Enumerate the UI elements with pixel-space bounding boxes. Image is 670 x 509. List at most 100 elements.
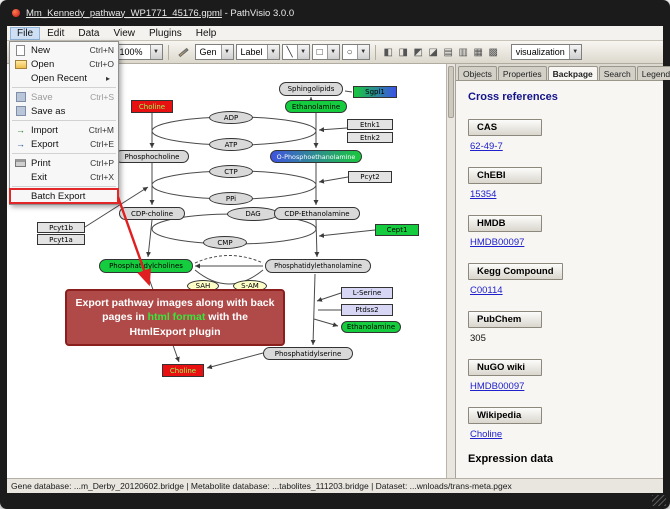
oval-tool-dropdown[interactable]: ○▼	[341, 44, 370, 60]
align-right-icon[interactable]: ◨	[398, 46, 408, 58]
pathway-node-adp-6[interactable]: ADP	[209, 111, 253, 124]
menu-data[interactable]: Data	[78, 27, 100, 39]
menu-help[interactable]: Help	[195, 27, 217, 39]
canvas-vertical-scrollbar[interactable]	[446, 64, 455, 478]
pathway-node-etnk2-5[interactable]: Etnk2	[347, 132, 393, 143]
common-width-icon[interactable]: ▦	[473, 46, 483, 58]
titlebar[interactable]: Mm_Kennedy_pathway_WP1771_45176.gpml - P…	[0, 0, 670, 26]
shape-tool-dropdown[interactable]: □▼	[311, 44, 340, 60]
label-tool-dropdown[interactable]: Label ▼	[235, 44, 280, 60]
pathway-node-sphingolipids-0[interactable]: Sphingolipids	[279, 82, 343, 96]
pathway-node-choline-28[interactable]: Choline	[162, 364, 204, 377]
import-icon	[16, 125, 25, 136]
shape-tool-icon: □	[316, 46, 323, 58]
distribute-horizontal-icon[interactable]: ▤	[443, 46, 453, 58]
menu-edit[interactable]: Edit	[47, 27, 65, 39]
pathway-node-l-serine-24[interactable]: L-Serine	[341, 287, 393, 299]
tab-objects[interactable]: Objects	[458, 66, 497, 80]
menu-item-label: Print	[31, 157, 51, 169]
xref-link-cas[interactable]: 62-49-7	[470, 141, 503, 152]
menu-item-label: Open	[31, 58, 55, 70]
pathway-node-cdp-ethanolamine-15[interactable]: CDP-Ethanolamine	[274, 207, 360, 220]
pathway-node-pcyt1a-19[interactable]: Pcyt1a	[37, 234, 85, 245]
xref-link-kegg-compound[interactable]: C00114	[470, 285, 503, 296]
pathway-node-o-phosphoethanolamine-9[interactable]: O-Phosphoethanolamine	[270, 150, 362, 163]
chevron-down-icon[interactable]: ▼	[326, 45, 339, 59]
tab-properties[interactable]: Properties	[497, 66, 547, 80]
save-icon	[15, 106, 26, 116]
pathway-canvas[interactable]: Export pathway images along with back pa…	[7, 64, 446, 478]
pathway-node-ppi-12[interactable]: PPi	[209, 192, 253, 205]
pathway-node-cmp-17[interactable]: CMP	[203, 236, 247, 249]
pathway-node-ctp-11[interactable]: CTP	[209, 165, 253, 178]
menu-plugins[interactable]: Plugins	[148, 27, 182, 39]
tab-backpage[interactable]: Backpage	[547, 66, 598, 80]
edit-tool-button[interactable]	[174, 43, 193, 61]
align-top-icon[interactable]: ◩	[413, 46, 423, 58]
menu-item-shortcut: Ctrl+E	[90, 139, 114, 149]
pathway-node-phosphocholine-8[interactable]: Phosphocholine	[115, 150, 189, 163]
main-area: Export pathway images along with back pa…	[7, 64, 670, 478]
scrollbar-thumb[interactable]	[448, 66, 454, 118]
pathway-node-atp-7[interactable]: ATP	[209, 138, 253, 151]
tab-legend[interactable]: Legend	[636, 66, 670, 80]
menu-view[interactable]: View	[113, 27, 135, 39]
file-menu-item-open-recent[interactable]: Open Recent ▸	[10, 71, 118, 85]
file-menu-item-batch-export[interactable]: Batch Export	[9, 188, 119, 204]
menu-file[interactable]: File	[10, 26, 41, 40]
pathway-node-choline-2[interactable]: Choline	[131, 100, 173, 113]
pathway-node-ethanolamine-3[interactable]: Ethanolamine	[285, 100, 347, 113]
distribute-vertical-icon[interactable]: ▥	[458, 46, 468, 58]
pathway-node-pcyt1b-18[interactable]: Pcyt1b	[37, 222, 85, 233]
submenu-arrow-icon: ▸	[105, 73, 110, 83]
chevron-down-icon[interactable]: ▼	[296, 45, 309, 59]
xref-header-wikipedia: Wikipedia	[468, 407, 542, 424]
statusbar: Gene database: ...m_Derby_20120602.bridg…	[7, 478, 663, 493]
chevron-down-icon[interactable]: ▼	[568, 45, 581, 59]
gene-tool-dropdown[interactable]: Gen ▼	[194, 44, 234, 60]
pathway-node-etnk1-4[interactable]: Etnk1	[347, 119, 393, 130]
chevron-down-icon[interactable]: ▼	[266, 45, 279, 59]
visualization-dropdown[interactable]: visualization ▼	[510, 44, 582, 60]
open-folder-icon	[14, 59, 27, 69]
menu-item-label: Batch Export	[31, 190, 86, 202]
xref-link-wikipedia[interactable]: Choline	[470, 429, 503, 440]
pathway-node-sgpl1-1[interactable]: Sgpl1	[353, 86, 397, 98]
xref-link-chebi[interactable]: 15354	[470, 189, 497, 200]
line-tool-dropdown[interactable]: ╲▼	[281, 44, 310, 60]
zoom-combobox[interactable]: 100% ▼	[114, 44, 163, 60]
menu-item-label: Open Recent	[31, 72, 87, 84]
xref-link-hmdb[interactable]: HMDB00097	[470, 237, 525, 248]
xref-link-nugo-wiki[interactable]: HMDB00097	[470, 381, 525, 392]
tab-search[interactable]: Search	[598, 66, 636, 80]
pathway-node-ethanolamine-26[interactable]: Ethanolamine	[341, 321, 401, 333]
xref-header-kegg-compound: Kegg Compound	[468, 263, 563, 280]
pathway-node-phosphatidylcholines-20[interactable]: Phosphatidylcholines	[99, 259, 193, 273]
align-bottom-icon[interactable]: ◪	[428, 46, 438, 58]
pathway-node-cdp-choline-13[interactable]: CDP-choline	[119, 207, 185, 220]
file-menu-item-save-as[interactable]: Save as	[10, 104, 118, 118]
pathway-node-pcyt2-10[interactable]: Pcyt2	[348, 171, 392, 183]
pathway-node-dag-14[interactable]: DAG	[227, 207, 279, 221]
pathway-node-phosphatidylserine-27[interactable]: Phosphatidylserine	[263, 347, 353, 360]
chevron-down-icon[interactable]: ▼	[220, 45, 233, 59]
align-left-icon[interactable]: ◧	[383, 46, 393, 58]
pathway-node-ptdss2-25[interactable]: Ptdss2	[341, 304, 393, 316]
chevron-down-icon[interactable]: ▼	[356, 45, 369, 59]
resize-grip[interactable]	[652, 495, 666, 506]
chevron-down-icon[interactable]: ▼	[149, 45, 162, 59]
common-height-icon[interactable]: ▩	[488, 46, 498, 58]
pathway-node-phosphatidylethanolamine-21[interactable]: Phosphatidylethanolamine	[265, 259, 371, 273]
pathway-node-cept1-16[interactable]: Cept1	[375, 224, 419, 236]
draw-tools-group: ╲▼□▼○▼	[281, 44, 370, 60]
